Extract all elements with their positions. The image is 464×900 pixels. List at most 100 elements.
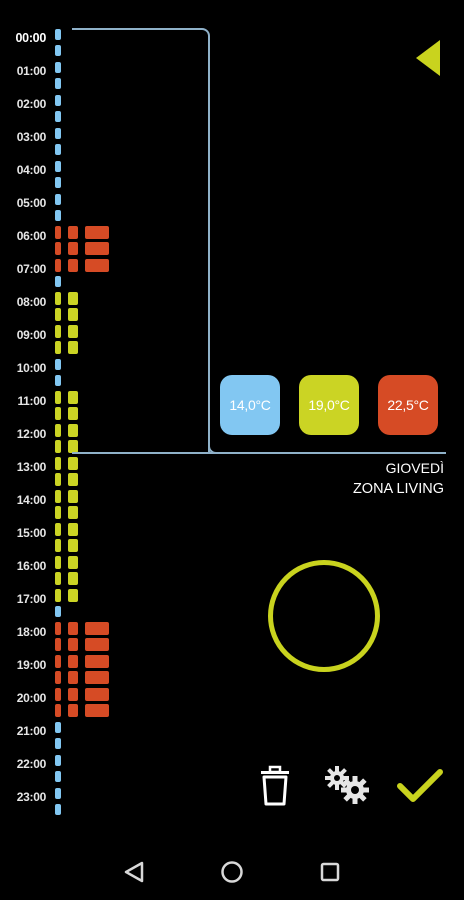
schedule-segment[interactable] — [85, 621, 109, 635]
hour-label-1700: 17:00 — [16, 592, 47, 606]
schedule-segment[interactable] — [68, 522, 78, 536]
schedule-segment[interactable] — [68, 225, 78, 239]
schedule-segment[interactable] — [68, 539, 78, 553]
schedule-segment[interactable] — [55, 440, 61, 454]
hour-label-0100: 01:00 — [16, 64, 47, 78]
schedule-segment[interactable] — [55, 687, 61, 701]
confirm-button[interactable] — [396, 764, 443, 808]
hour-label-2000: 20:00 — [16, 691, 47, 705]
schedule-segment[interactable] — [55, 225, 61, 239]
schedule-segment[interactable] — [55, 456, 61, 470]
schedule-segment[interactable] — [85, 671, 109, 685]
schedule-segment[interactable] — [85, 225, 109, 239]
schedule-segment[interactable] — [55, 606, 61, 618]
nav-recents-button[interactable] — [314, 856, 346, 888]
schedule-segment[interactable] — [68, 489, 78, 503]
schedule-segment[interactable] — [55, 111, 61, 123]
schedule-segment[interactable] — [55, 127, 61, 139]
schedule-segment[interactable] — [55, 358, 61, 370]
schedule-segment[interactable] — [68, 687, 78, 701]
schedule-segment[interactable] — [55, 489, 61, 503]
temperature-low-button[interactable]: 14,0°C — [220, 375, 280, 435]
settings-button[interactable] — [323, 764, 369, 808]
schedule-segment[interactable] — [55, 572, 61, 586]
schedule-segment[interactable] — [55, 341, 61, 355]
delete-button[interactable] — [253, 764, 297, 808]
schedule-segment[interactable] — [68, 341, 78, 355]
schedule-segment[interactable] — [55, 78, 61, 90]
schedule-segment[interactable] — [85, 654, 109, 668]
schedule-segment[interactable] — [55, 193, 61, 205]
mode-ring-button[interactable] — [268, 560, 380, 672]
schedule-segment[interactable] — [68, 555, 78, 569]
schedule-segment[interactable] — [55, 522, 61, 536]
schedule-segment[interactable] — [68, 308, 78, 322]
schedule-segment[interactable] — [68, 258, 78, 272]
schedule-segment[interactable] — [55, 94, 61, 106]
schedule-segment[interactable] — [68, 638, 78, 652]
schedule-segment[interactable] — [55, 721, 61, 733]
schedule-segment[interactable] — [55, 258, 61, 272]
schedule-segment[interactable] — [68, 621, 78, 635]
schedule-segment[interactable] — [68, 704, 78, 718]
schedule-segment[interactable] — [55, 242, 61, 256]
schedule-segment[interactable] — [55, 276, 61, 288]
schedule-segment[interactable] — [68, 572, 78, 586]
hour-label-1200: 12:00 — [16, 427, 47, 441]
schedule-segment[interactable] — [85, 242, 109, 256]
schedule-segment[interactable] — [55, 407, 61, 421]
back-button[interactable] — [412, 38, 444, 78]
schedule-segment[interactable] — [68, 588, 78, 602]
frame-bottom-line — [208, 452, 446, 454]
schedule-segment[interactable] — [85, 638, 109, 652]
schedule-segment[interactable] — [68, 440, 78, 454]
schedule-segment[interactable] — [55, 539, 61, 553]
schedule-segment[interactable] — [68, 423, 78, 437]
schedule-segment[interactable] — [55, 754, 61, 766]
schedule-segment[interactable] — [55, 61, 61, 73]
schedule-segment[interactable] — [68, 291, 78, 305]
schedule-segment[interactable] — [55, 638, 61, 652]
nav-home-button[interactable] — [216, 856, 248, 888]
temperature-medium-button[interactable]: 19,0°C — [299, 375, 359, 435]
schedule-segment[interactable] — [68, 390, 78, 404]
schedule-segment[interactable] — [55, 506, 61, 520]
schedule-segment[interactable] — [55, 308, 61, 322]
schedule-segment[interactable] — [55, 738, 61, 750]
schedule-segment[interactable] — [55, 160, 61, 172]
temperature-high-button[interactable]: 22,5°C — [378, 375, 438, 435]
schedule-segment[interactable] — [55, 324, 61, 338]
schedule-segment[interactable] — [68, 324, 78, 338]
schedule-segment[interactable] — [85, 704, 109, 718]
schedule-segment[interactable] — [55, 621, 61, 635]
schedule-segment[interactable] — [55, 787, 61, 799]
schedule-segment[interactable] — [55, 654, 61, 668]
schedule-segment[interactable] — [55, 473, 61, 487]
schedule-segment[interactable] — [68, 242, 78, 256]
schedule-segment[interactable] — [55, 210, 61, 222]
schedule-segment[interactable] — [55, 588, 61, 602]
schedule-segment[interactable] — [55, 704, 61, 718]
schedule-segment[interactable] — [85, 687, 109, 701]
schedule-segment[interactable] — [55, 671, 61, 685]
schedule-segment[interactable] — [68, 506, 78, 520]
schedule-segment[interactable] — [55, 390, 61, 404]
schedule-segment[interactable] — [55, 177, 61, 189]
nav-back-button[interactable] — [118, 856, 150, 888]
schedule-segment[interactable] — [55, 804, 61, 816]
schedule-segment[interactable] — [68, 473, 78, 487]
schedule-segment[interactable] — [68, 456, 78, 470]
schedule-segment[interactable] — [68, 671, 78, 685]
schedule-segment[interactable] — [55, 555, 61, 569]
schedule-segment[interactable] — [85, 258, 109, 272]
schedule-segment[interactable] — [55, 375, 61, 387]
schedule-segment[interactable] — [68, 407, 78, 421]
schedule-segment[interactable] — [55, 423, 61, 437]
schedule-segment[interactable] — [55, 45, 61, 57]
schedule-segment[interactable] — [68, 654, 78, 668]
schedule-segment[interactable] — [55, 144, 61, 156]
schedule-segment[interactable] — [55, 28, 61, 40]
schedule-segment[interactable] — [55, 291, 61, 305]
schedule-segment[interactable] — [55, 771, 61, 783]
